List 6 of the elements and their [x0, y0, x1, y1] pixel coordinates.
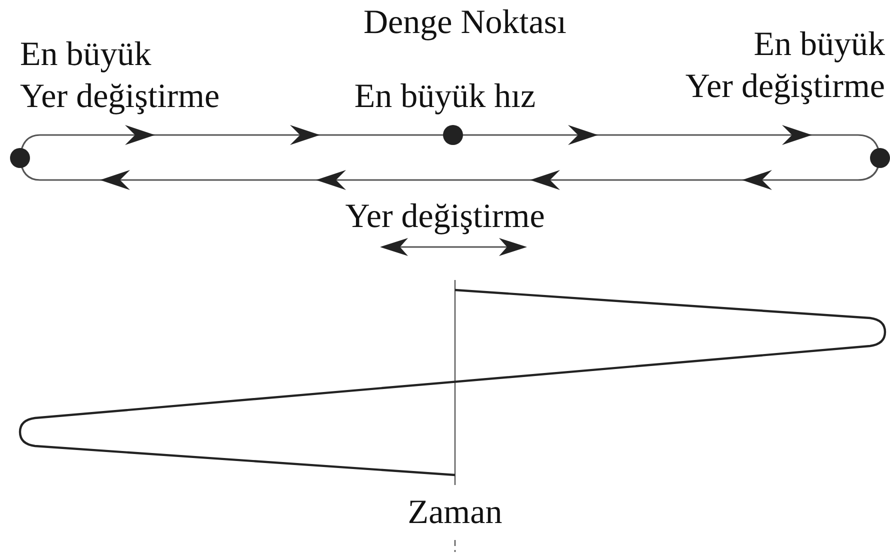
label-text: Denge Noktası — [364, 3, 566, 43]
label-text: En büyük Yer değiştirme — [685, 25, 885, 107]
label-text: En büyük hız — [354, 77, 536, 117]
label-text: En büyük Yer değiştirme — [20, 35, 220, 117]
label-text: Zaman — [408, 493, 502, 533]
label-text: Yer değiştirme — [345, 197, 545, 237]
